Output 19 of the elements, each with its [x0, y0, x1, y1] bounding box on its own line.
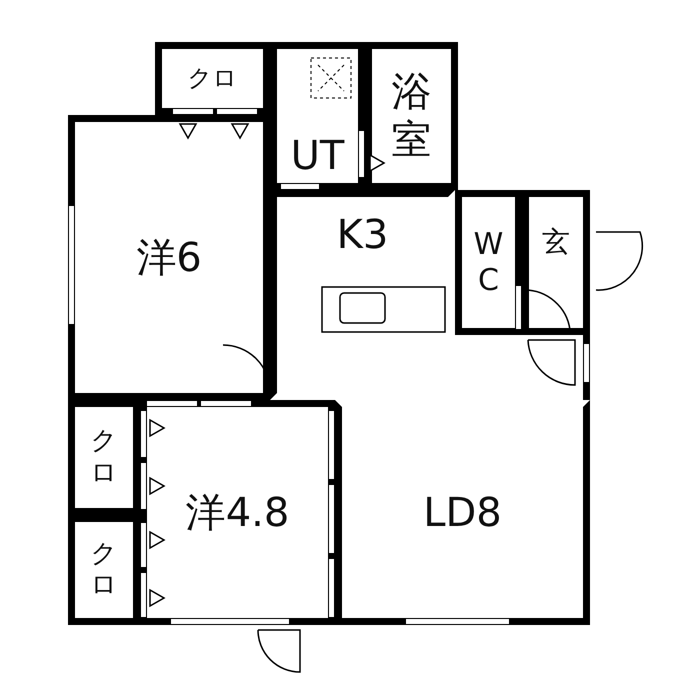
room-label: 玄	[542, 227, 570, 258]
room-label: 洋4.8	[186, 490, 290, 534]
room-label: クロ	[188, 65, 238, 92]
room	[522, 190, 590, 335]
room-label: UT	[290, 134, 344, 178]
room	[365, 42, 458, 190]
room-label: 浴室	[390, 68, 432, 164]
room-label: クロ	[90, 538, 118, 602]
room	[140, 400, 335, 625]
room	[68, 400, 140, 515]
room	[68, 515, 140, 625]
room-label: WC	[472, 226, 504, 298]
room-label: LD8	[423, 490, 502, 534]
room-label: 洋6	[136, 236, 202, 280]
room-label: K3	[336, 213, 388, 257]
room-label: クロ	[90, 426, 118, 489]
room	[155, 42, 270, 115]
room	[455, 190, 522, 335]
room	[270, 42, 365, 190]
